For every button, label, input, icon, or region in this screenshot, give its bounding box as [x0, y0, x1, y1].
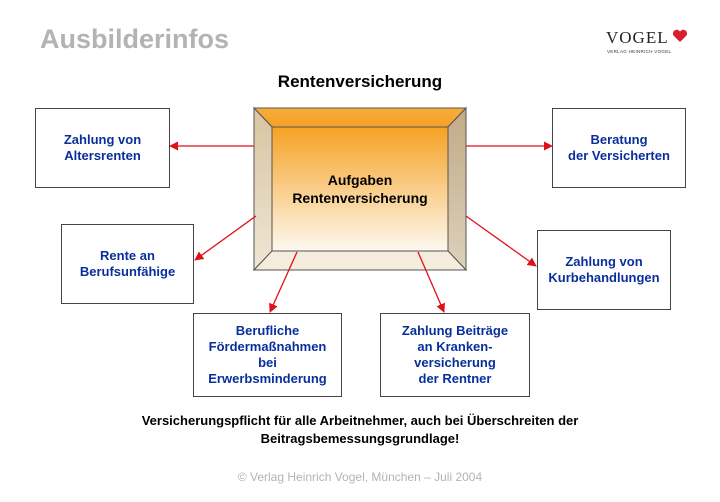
arrow-kurbehandlungen [465, 215, 537, 267]
copyright-footer: © Verlag Heinrich Vogel, München – Juli … [237, 470, 483, 484]
node-altersrenten: Zahlung von Altersrenten [35, 108, 170, 188]
center-label: Aufgaben Rentenversicherung [292, 172, 428, 206]
node-kurbehandlungen: Zahlung von Kurbehandlungen [537, 230, 671, 310]
diagram-title: Rentenversicherung [277, 72, 443, 91]
footnote-text: Versicherungspflicht für alle Arbeitnehm… [141, 413, 579, 446]
node-foerdermassnahmen: Berufliche Fördermaßnahmen bei Erwerbsmi… [193, 313, 342, 397]
page-title: Ausbilderinfos [40, 24, 230, 54]
node-krankenversicherung: Zahlung Beiträge an Kranken- versicherun… [380, 313, 530, 397]
logo-subtitle: VERLAG HEINRICH VOGEL [607, 49, 672, 54]
center-bevel-box [252, 106, 468, 272]
arrow-berufsunfaehige [194, 215, 257, 261]
arrow-krankenversicherung [417, 251, 445, 313]
node-beratung: Beratung der Versicherten [552, 108, 686, 188]
publisher-logo: VOGEL VERLAG HEINRICH VOGEL [606, 28, 688, 60]
node-berufsunfaehige: Rente an Berufsunfähige [61, 224, 194, 304]
logo-wordmark: VOGEL [606, 28, 669, 47]
arrow-foerdermassnahmen [269, 251, 298, 313]
heart-icon [672, 29, 688, 42]
